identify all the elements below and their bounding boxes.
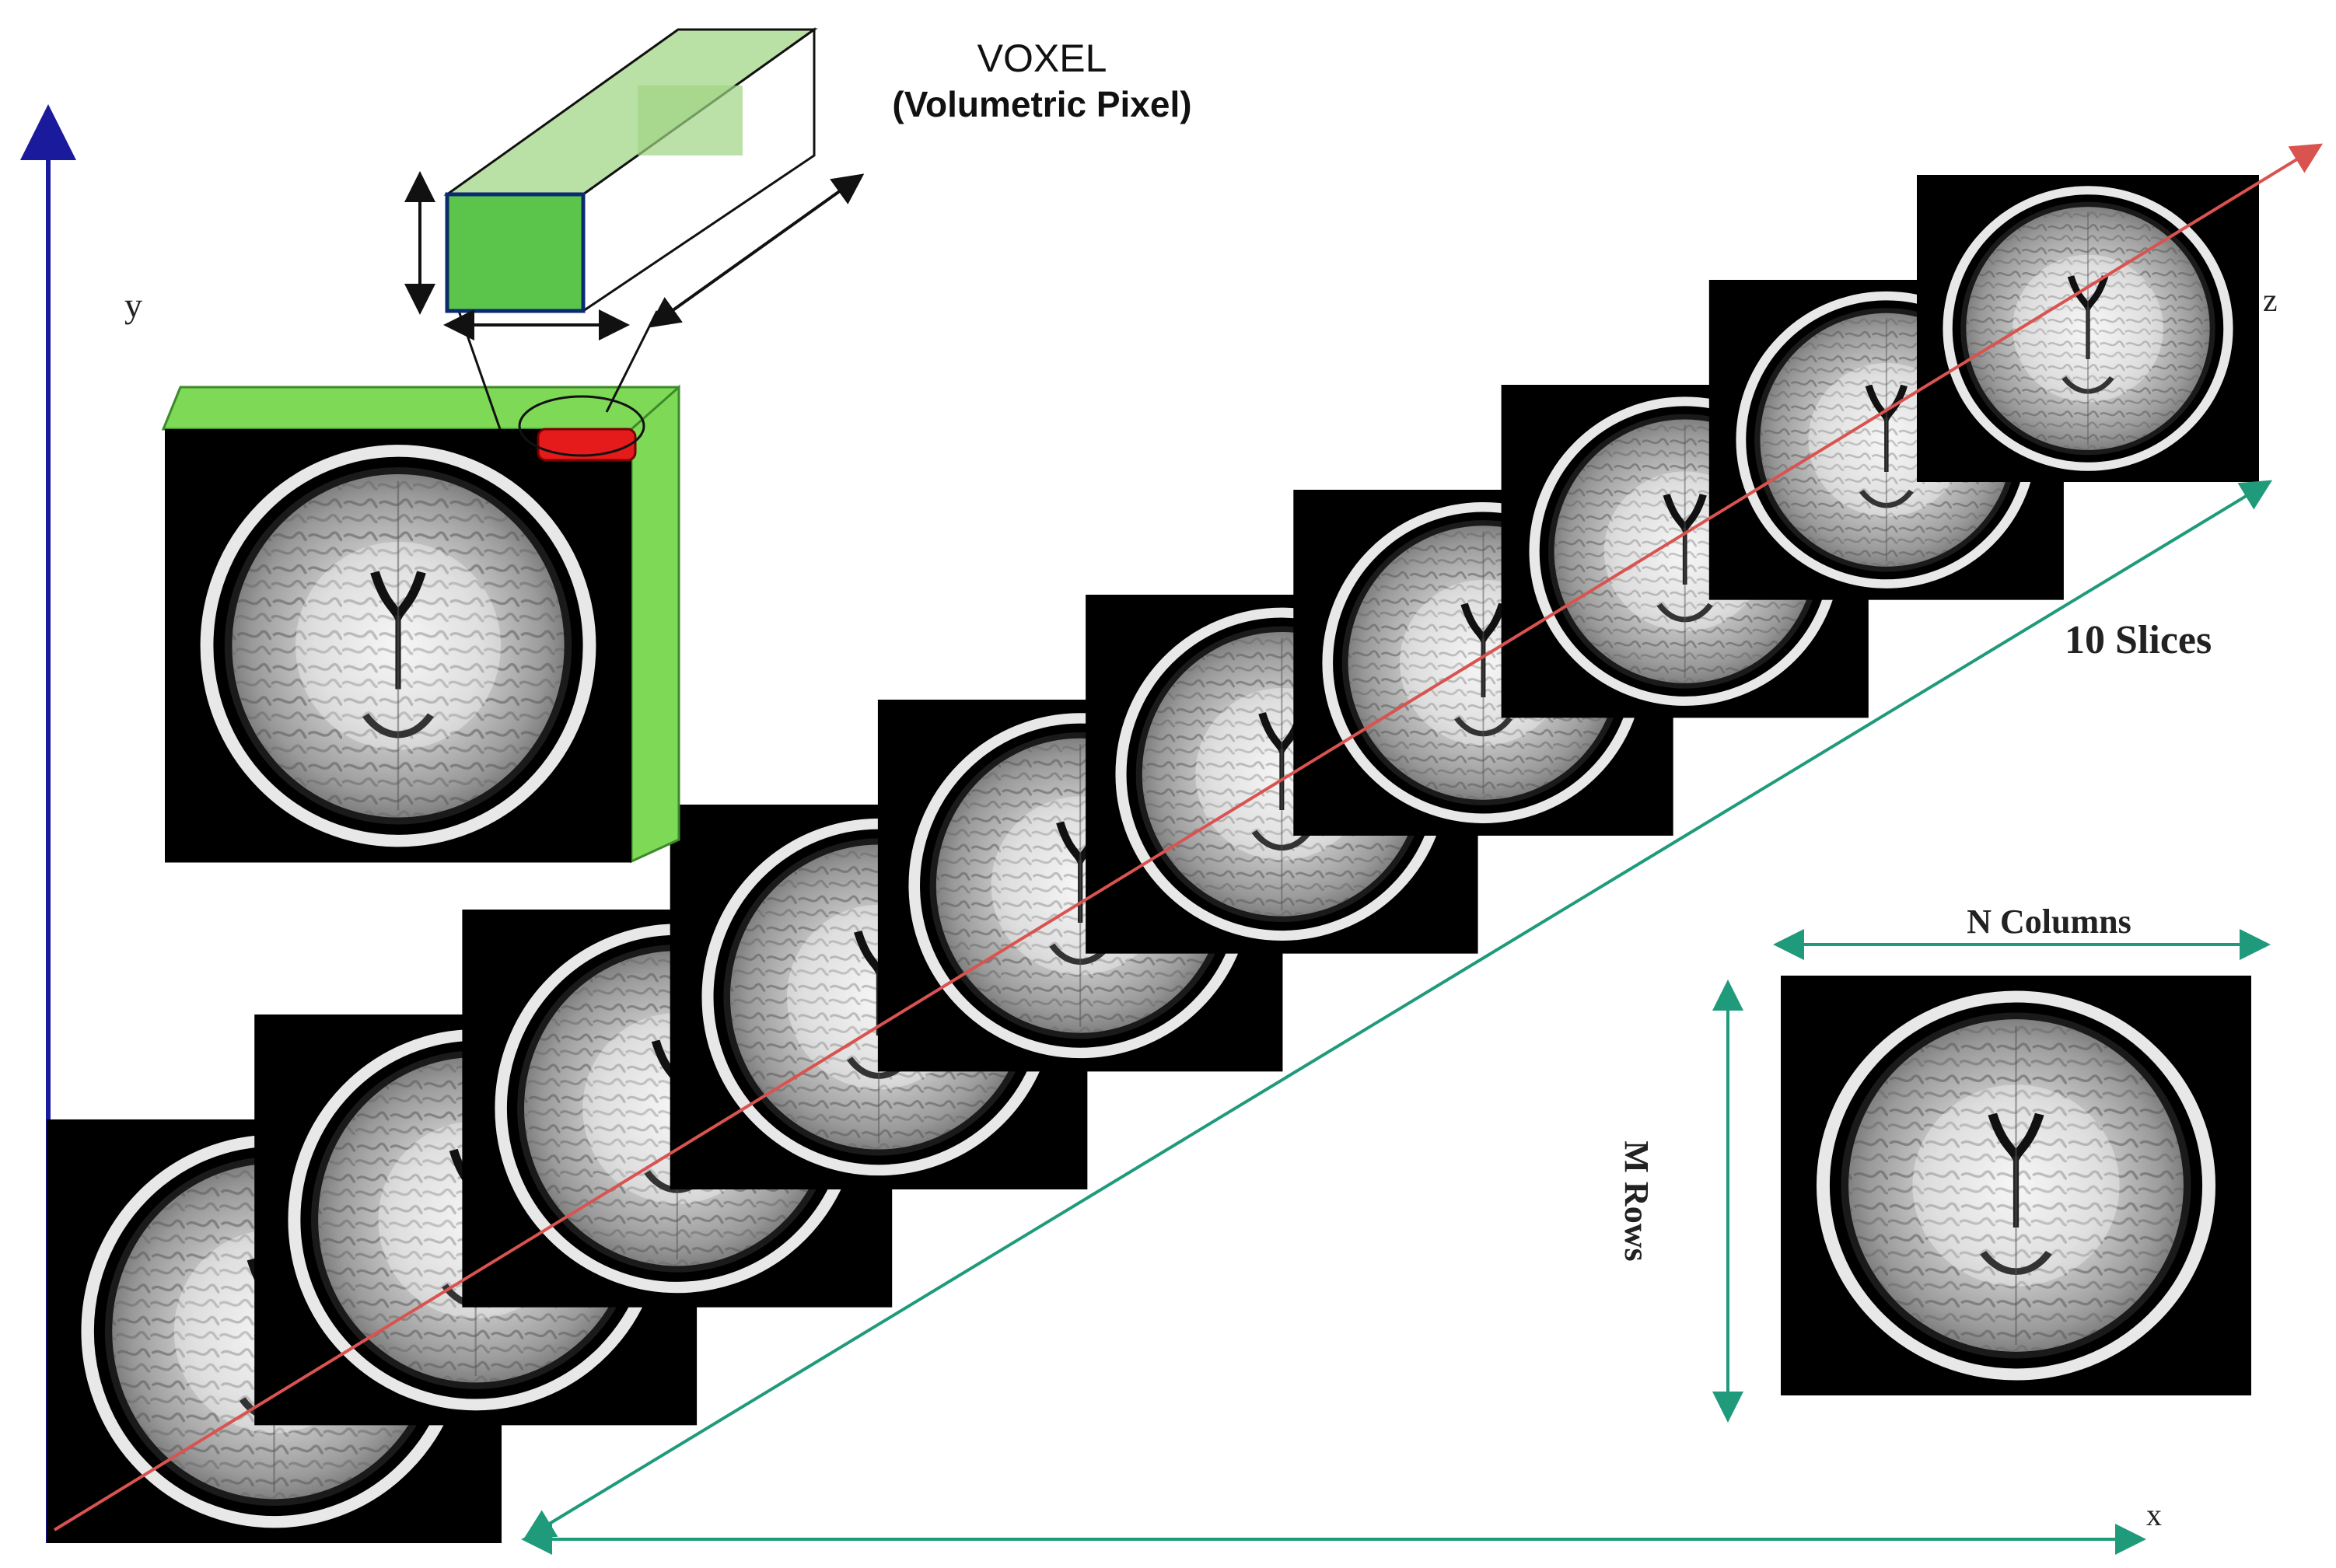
- voxel-depth-arrow: [648, 173, 865, 328]
- columns-label: N Columns: [1967, 903, 2131, 941]
- brain-mri-slice-icon: [1781, 976, 2251, 1395]
- voxel-subtitle: (Volumetric Pixel): [892, 84, 1191, 124]
- voxel-cube-icon: [404, 27, 865, 340]
- reference-slice: N Columns M Rows: [1617, 903, 2271, 1423]
- voxel-title: VOXEL: [977, 37, 1107, 80]
- brain-mri-slice-icon: [1917, 175, 2259, 482]
- slices-span-arrow: [523, 480, 2273, 1540]
- x-axis-label: x: [2146, 1497, 2162, 1532]
- z-axis: [53, 143, 2324, 1531]
- z-axis-label: z: [2263, 283, 2278, 319]
- y-axis-label: y: [124, 285, 142, 325]
- slices-label: 10 Slices: [2065, 618, 2212, 662]
- volume-slab: [163, 384, 680, 863]
- rows-label: M Rows: [1617, 1140, 1656, 1261]
- mri-slice-10: [1917, 175, 2259, 482]
